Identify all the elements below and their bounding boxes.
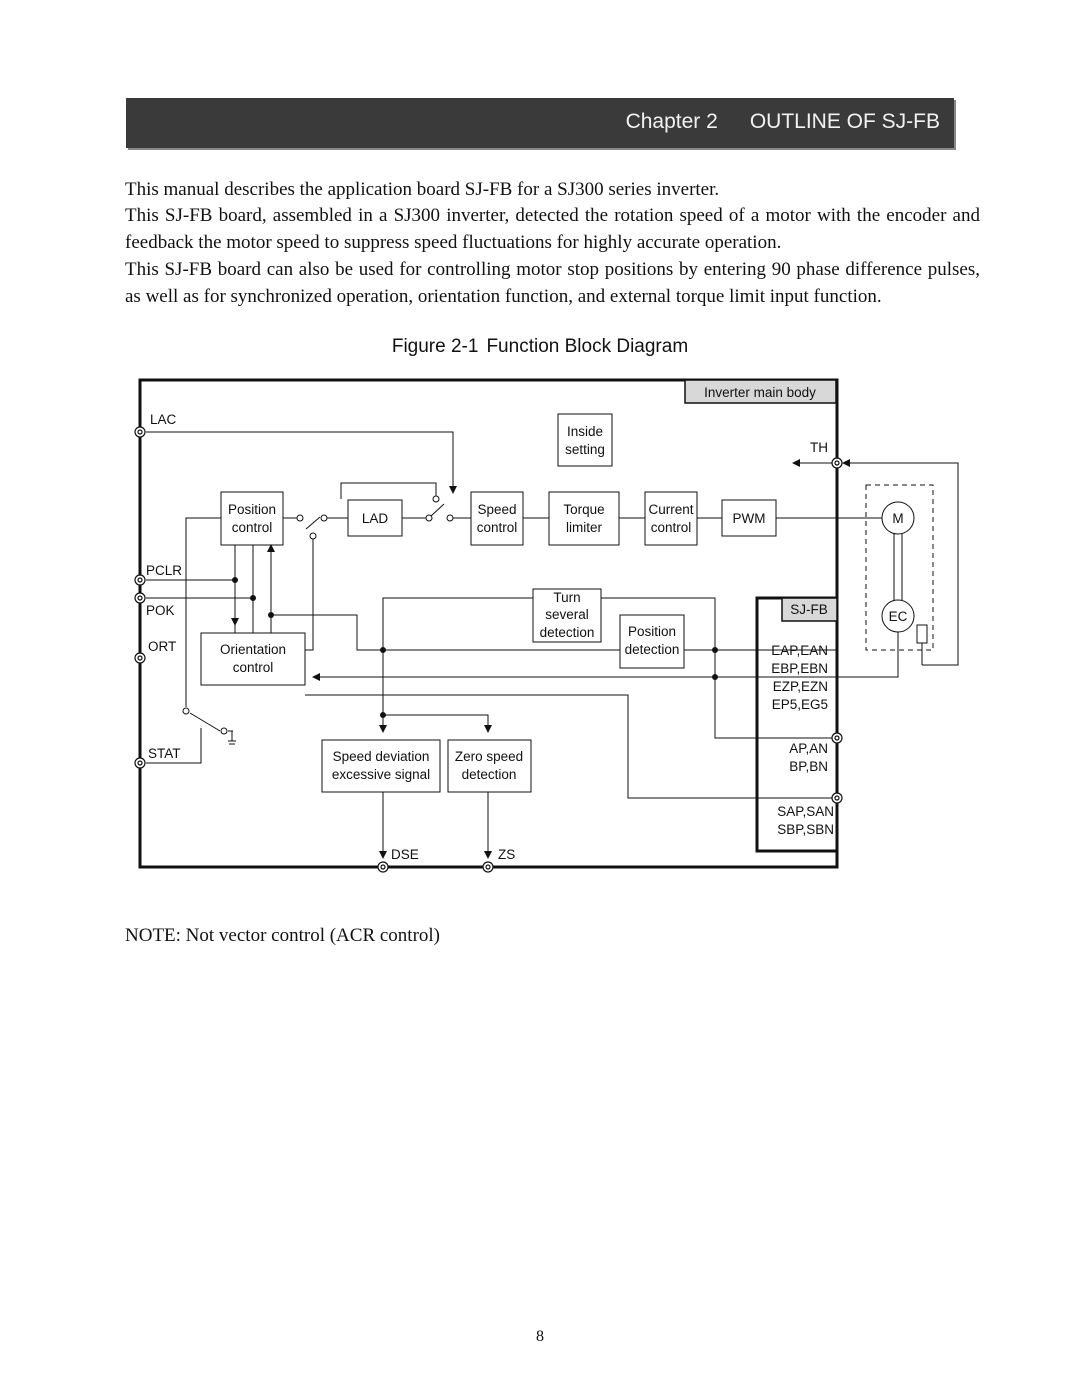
figure-title: Function Block Diagram: [486, 336, 689, 357]
speed-control-block: [470, 491, 524, 546]
current-control-line1: Current: [648, 502, 693, 517]
figure-number: Figure 2-1: [391, 336, 479, 357]
lad-label: LAD: [362, 511, 389, 526]
position-control-block: [220, 491, 284, 546]
orientation-control-line1: Orientation: [220, 642, 286, 657]
position-detection-line2: detection: [625, 642, 680, 657]
zero-speed-block: [447, 739, 532, 793]
terminal-ezp: EZP,EZN: [773, 679, 828, 694]
current-control-line2: control: [651, 520, 692, 535]
zero-speed-line2: detection: [462, 767, 517, 782]
terminal-sbp: SBP,SBN: [777, 822, 834, 837]
terminal-pok: POK: [146, 603, 175, 618]
speed-deviation-block: [321, 739, 441, 793]
chapter-label: Chapter 2: [625, 110, 718, 133]
terminal-dse: DSE: [391, 847, 419, 862]
terminal-bp: BP,BN: [789, 759, 828, 774]
sjfb-label-box: [781, 597, 838, 622]
torque-limiter-block: [548, 491, 620, 546]
figure-note: NOTE: Not vector control (ACR control): [125, 925, 441, 946]
terminal-zs: ZS: [498, 847, 515, 862]
turn-several-line2: several: [545, 607, 589, 622]
terminal-pclr: PCLR: [146, 563, 182, 578]
intro-paragraph-3: This SJ-FB board can also be used for co…: [125, 259, 980, 307]
intro-paragraph-1: This manual describes the application bo…: [125, 179, 720, 200]
terminal-eap: EAP,EAN: [771, 643, 828, 658]
inside-setting-line2: setting: [565, 442, 605, 457]
torque-limiter-line2: limiter: [566, 520, 603, 535]
sjfb-label: SJ-FB: [790, 602, 828, 617]
inverter-label-box: [684, 379, 837, 404]
terminal-ebp: EBP,EBN: [771, 661, 828, 676]
zero-speed-line1: Zero speed: [455, 749, 523, 764]
current-control-block: [644, 491, 698, 546]
orientation-control-line2: control: [233, 660, 274, 675]
encoder-label: EC: [889, 609, 908, 624]
turn-several-line3: detection: [540, 625, 595, 640]
speed-control-line2: control: [477, 520, 518, 535]
figure-caption: Figure 2-1 Function Block Diagram: [0, 336, 1080, 358]
position-control-line1: Position: [228, 502, 276, 517]
intro-paragraph-2: This SJ-FB board, assembled in a SJ300 i…: [125, 205, 980, 253]
speed-deviation-line1: Speed deviation: [333, 749, 430, 764]
inverter-label: Inverter main body: [704, 385, 816, 400]
terminal-th: TH: [810, 440, 828, 455]
motor-label: M: [892, 511, 903, 526]
terminal-ep5: EP5,EG5: [772, 697, 828, 712]
turn-several-block: [532, 588, 602, 643]
terminal-stat: STAT: [148, 746, 181, 761]
position-control-line2: control: [232, 520, 273, 535]
function-block-diagram: Inverter main body SJ-FB Inside setting …: [134, 378, 959, 873]
terminal-sap: SAP,SAN: [777, 804, 834, 819]
pwm-label: PWM: [733, 511, 766, 526]
orientation-control-block: [200, 632, 306, 686]
position-detection-block: [619, 614, 685, 669]
chapter-title: OUTLINE OF SJ-FB: [749, 110, 940, 133]
turn-several-line1: Turn: [553, 590, 580, 605]
terminal-lac: LAC: [150, 412, 177, 427]
chapter-heading: Chapter 2 OUTLINE OF SJ-FB: [626, 110, 940, 134]
position-detection-line1: Position: [628, 624, 676, 639]
speed-deviation-line2: excessive signal: [332, 767, 430, 782]
chapter-header-bar: Chapter 2 OUTLINE OF SJ-FB: [126, 98, 954, 148]
inside-setting-line1: Inside: [567, 424, 603, 439]
terminal-ap: AP,AN: [789, 741, 828, 756]
torque-limiter-line1: Torque: [563, 502, 604, 517]
motor-dashed-box: [865, 484, 934, 651]
inside-setting-block: [557, 413, 613, 467]
thermistor: [916, 624, 928, 644]
page-number: 8: [536, 1328, 544, 1345]
terminal-ort: ORT: [148, 639, 176, 654]
speed-control-line1: Speed: [477, 502, 516, 517]
